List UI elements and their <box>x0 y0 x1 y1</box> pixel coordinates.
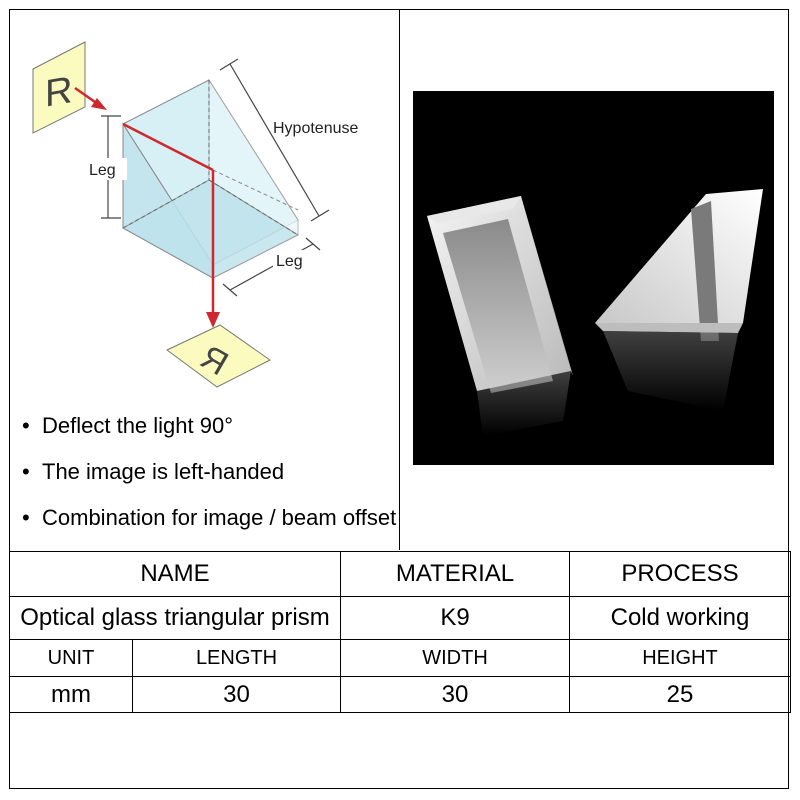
hidden-edge <box>212 169 299 211</box>
right-prism-mirror <box>691 201 719 341</box>
leg-label-bottom: Leg <box>276 253 303 270</box>
beam-incoming <box>74 86 96 104</box>
feature-item: Deflect the light 90° <box>20 412 396 458</box>
feature-item: The image is left-handed <box>20 458 396 504</box>
feature-list: Deflect the light 90° The image is left-… <box>20 412 396 550</box>
input-image-card <box>32 41 86 134</box>
width-value: 30 <box>340 676 570 713</box>
leg-dimension-tick <box>305 237 321 251</box>
unit-header: UNIT <box>9 639 133 677</box>
process-header: PROCESS <box>569 551 791 597</box>
spec-header-row: NAME MATERIAL PROCESS <box>9 551 791 597</box>
name-value: Optical glass triangular prism <box>9 596 341 640</box>
right-prism-edge <box>595 323 743 333</box>
prism-diagram: R R Leg Hypotenuse Leg <box>32 41 358 388</box>
right-prism-reflection <box>603 331 738 411</box>
left-prism-mirror <box>443 219 553 393</box>
left-prism-side <box>521 196 573 376</box>
output-image-card <box>166 324 271 388</box>
leg-label-left: Leg <box>89 162 116 179</box>
hidden-edge <box>122 179 210 229</box>
hidden-edge <box>208 179 299 236</box>
hypotenuse-dimension-line <box>229 63 320 217</box>
leg-dimension-tick <box>222 283 238 297</box>
unit-value: mm <box>9 676 133 713</box>
material-value: K9 <box>340 596 570 640</box>
spec-table: NAME MATERIAL PROCESS Optical glass tria… <box>9 551 791 713</box>
beam-inside <box>122 122 214 172</box>
hypotenuse-label: Hypotenuse <box>273 120 358 137</box>
hypotenuse-tick <box>310 209 330 222</box>
leg-label-bg <box>273 250 313 270</box>
top-divider <box>399 9 400 550</box>
length-header: LENGTH <box>132 639 341 677</box>
input-image-letter: R <box>45 68 72 116</box>
left-prism-reflection <box>477 371 571 436</box>
height-value: 25 <box>569 676 791 713</box>
dimension-value-row: mm 30 30 25 <box>9 676 791 713</box>
right-prism-face <box>595 189 763 323</box>
width-header: WIDTH <box>340 639 570 677</box>
name-header: NAME <box>9 551 341 597</box>
beam-arrowhead <box>206 312 220 328</box>
length-value: 30 <box>132 676 341 713</box>
spec-value-row: Optical glass triangular prism K9 Cold w… <box>9 596 791 640</box>
height-header: HEIGHT <box>569 639 791 677</box>
material-header: MATERIAL <box>340 551 570 597</box>
dimension-header-row: UNIT LENGTH WIDTH HEIGHT <box>9 639 791 677</box>
beam-arrowhead <box>91 98 107 110</box>
hypotenuse-tick <box>219 58 239 71</box>
product-photo <box>413 91 774 465</box>
process-value: Cold working <box>569 596 791 640</box>
left-prism-top <box>427 196 521 223</box>
leg-label-bg <box>87 158 127 180</box>
feature-item: Combination for image / beam offset <box>20 504 396 550</box>
